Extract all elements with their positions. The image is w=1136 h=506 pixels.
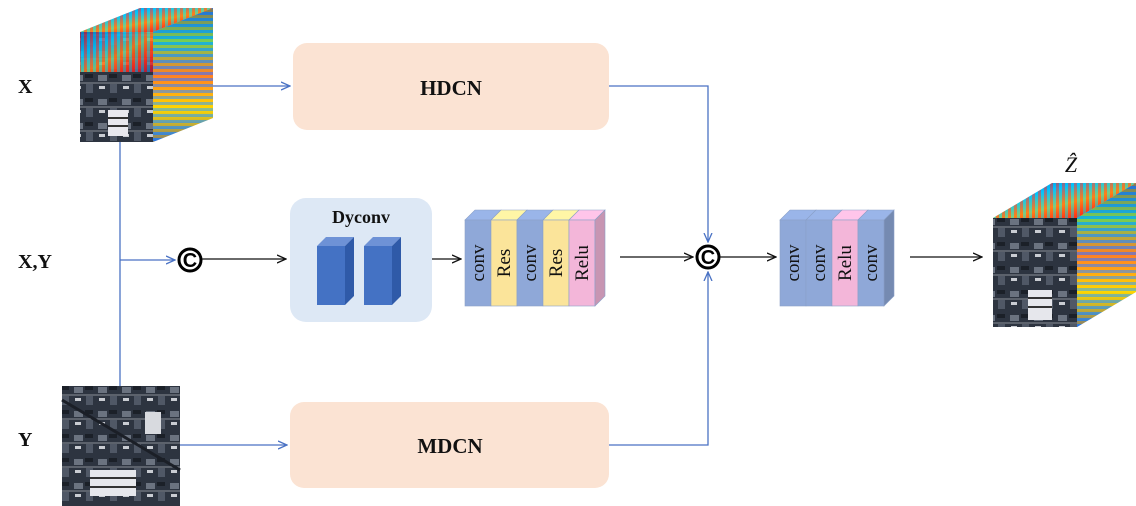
svg-text:C: C [183,250,197,272]
concat-symbol-2: C [695,244,721,270]
block2-layer-1-conv: conv [779,209,817,307]
hdcn-label: HDCN [420,76,482,100]
block1-layer-4-label: Res [546,249,567,278]
block2-layer-2-label: conv [809,244,830,281]
mdcn-module [290,402,609,488]
block1-layer-5-label: Relu [572,245,593,281]
block2-layer-3-relu: Relu [831,209,869,307]
mdcn-label: MDCN [417,434,482,458]
block1-layer-3-conv: conv [516,209,554,307]
black-connectors [202,257,982,259]
svg-text:C: C [701,247,715,269]
block1-layer-4-res: Res [542,209,580,307]
hdcn-module [293,43,609,130]
dyconv-block-1 [317,237,354,305]
concat-symbol-1: C [177,247,203,273]
block1-layer-5-relu: Relu [568,209,606,307]
input-x-cube [80,8,213,142]
blue-connectors [119,85,708,446]
output-label: Ẑ [1065,152,1078,177]
dyconv-label: Dyconv [332,207,390,227]
block1-layer-1-label: conv [468,244,489,281]
block2-layer-4-label: conv [861,244,882,281]
label-y: Y [18,429,33,451]
label-x: X [18,76,33,98]
block1-layer-1-conv: conv [464,209,502,307]
block1-layer-2-label: Res [494,249,515,278]
label-xy: X,Y [18,251,52,273]
block1-layer-2-res: Res [490,209,528,307]
arrow-mdcn-to-concat-2 [609,272,708,446]
block2-layer-4-conv: conv [857,209,895,307]
block2-layer-2-conv: conv [805,209,843,307]
block2-layer-1-label: conv [783,244,804,281]
block2-layer-3-label: Relu [835,245,856,281]
arrow-hdcn-to-concat-2 [609,85,708,242]
block1-layer-3-label: conv [520,244,541,281]
dyconv-module: Dyconv [290,198,432,322]
dyconv-block-2 [364,237,401,305]
input-y-image [61,386,181,506]
output-cube [993,183,1136,327]
